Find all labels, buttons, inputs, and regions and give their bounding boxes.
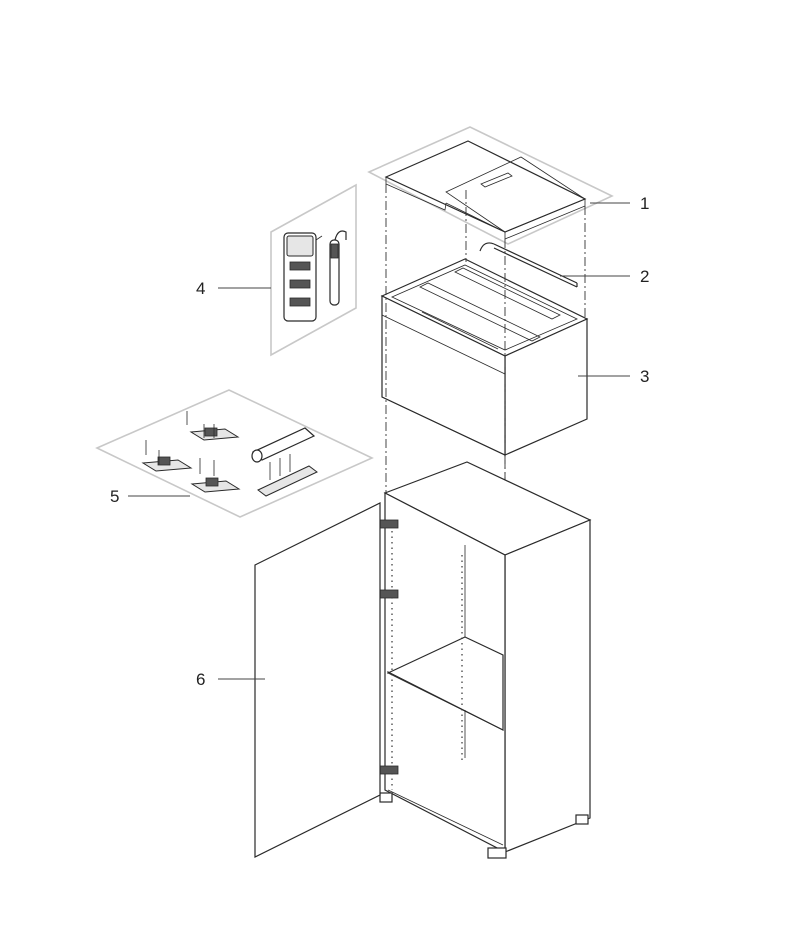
hinges-damper-group (95, 389, 374, 518)
cabinet-foot-front (487, 847, 507, 859)
callout-6: 6 (196, 670, 205, 689)
aquarium-heater (329, 230, 347, 306)
callout-3: 3 (640, 367, 649, 386)
tank-inner-line (421, 311, 499, 350)
cover-group-box (367, 126, 614, 245)
callout-5: 5 (110, 487, 119, 506)
cover-edge (385, 177, 447, 211)
tank-inner-rim (391, 264, 578, 351)
light-bar-cable (479, 242, 495, 252)
door-damper (251, 427, 318, 497)
cabinet-group (254, 461, 592, 859)
cabinet-front-panel (504, 519, 591, 853)
cabinet-bottom (387, 789, 504, 846)
hinge-set-b (141, 440, 193, 472)
cabinet-door (254, 502, 381, 858)
hinge-set-c (190, 458, 241, 493)
tank-waterline (381, 314, 506, 375)
tank-brace-left (419, 282, 541, 342)
callout-1: 1 (640, 194, 649, 213)
cabinet-shelf-edge (387, 672, 504, 731)
filter-heater-group-box (270, 183, 357, 357)
internal-filter (283, 232, 323, 322)
aquarium-tank-group (380, 258, 589, 456)
cabinet-shelf (387, 636, 504, 731)
filter-heater-group (270, 183, 357, 357)
callouts: 1 2 3 4 5 6 (110, 194, 649, 689)
cabinet-foot-right (575, 814, 589, 825)
callout-4: 4 (196, 279, 205, 298)
cover-group (367, 126, 614, 245)
cabinet-foot-left (379, 792, 393, 803)
cover-handle-slot (480, 172, 513, 188)
hinge-set-a (186, 411, 240, 441)
tank-base (381, 396, 506, 456)
tank-brace-right (454, 267, 561, 320)
hinges-damper-group-box (95, 389, 374, 518)
callout-2: 2 (640, 267, 649, 286)
